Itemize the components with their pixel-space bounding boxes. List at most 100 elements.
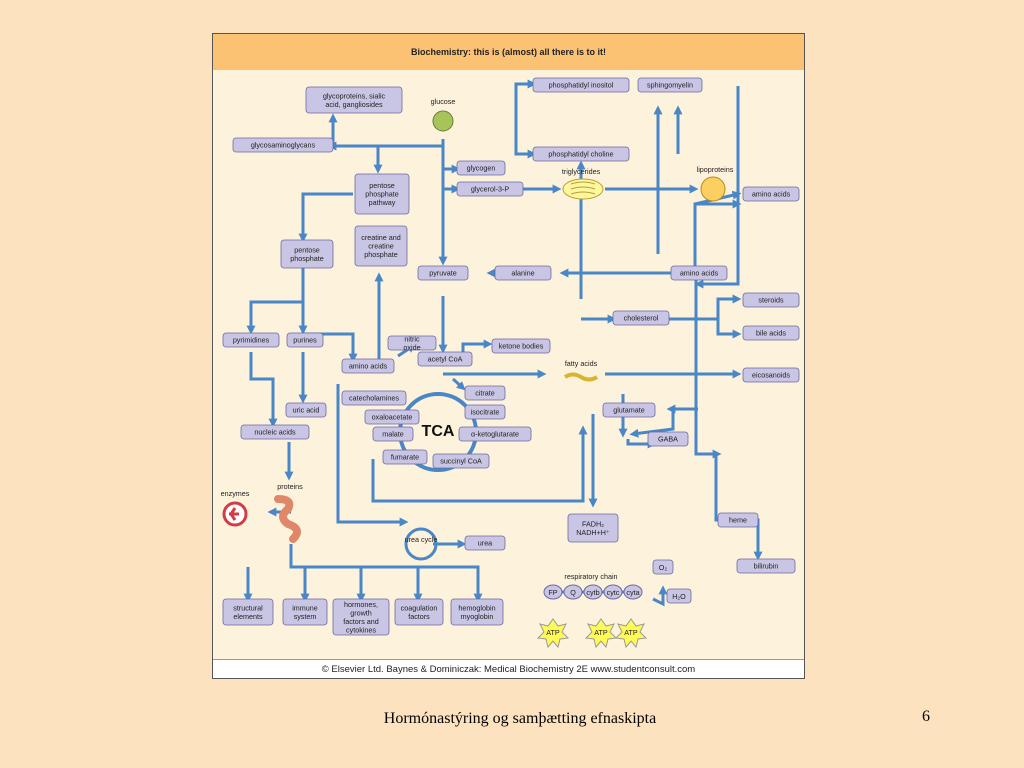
bile-acids-node: bile acids [742, 325, 800, 341]
svg-text:phosphatidyl inositol: phosphatidyl inositol [549, 81, 614, 90]
ketoglutarate-node: α-ketoglutarate [458, 426, 532, 442]
heme-node: heme [717, 512, 759, 528]
malate-node: malate [372, 426, 414, 442]
isocitrate-node: isocitrate [464, 404, 506, 420]
gaba-node: GABA [647, 431, 689, 447]
atp-label-1: ATP [546, 628, 560, 637]
glycerol3p-node: glycerol-3-P [456, 181, 524, 197]
svg-text:citrate: citrate [475, 389, 495, 398]
svg-text:fumarate: fumarate [391, 453, 419, 462]
biochemistry-figure: Biochemistry: this is (almost) all there… [212, 33, 805, 679]
enzymes-label: enzymes [221, 489, 250, 498]
urea-cycle-label: urea cycle [405, 535, 438, 544]
cytb-node: cytb [583, 584, 603, 600]
atp-icons: ATP ATP ATP [536, 618, 648, 649]
svg-text:bilirubin: bilirubin [754, 562, 779, 571]
svg-text:glutamate: glutamate [613, 406, 645, 415]
svg-text:glycogen: glycogen [467, 164, 496, 173]
slide-caption: Hormónastýring og samþætting efnaskipta [383, 710, 657, 727]
svg-text:amino acids: amino acids [680, 269, 719, 278]
glucose-label: glucose [431, 97, 456, 106]
amino-acids-right-node: amino acids [742, 186, 800, 202]
nucleic-acids-node: nucleic acids [240, 424, 310, 440]
pyruvate-node: pyruvate [417, 265, 469, 281]
urea-cycle-circle [404, 527, 438, 561]
page-number: 6 [922, 708, 930, 725]
svg-text:cholesterol: cholesterol [624, 314, 659, 323]
acetyl-coa-node: acetyl CoA [417, 351, 473, 367]
purines-node: purines [286, 332, 324, 348]
glycogen-node: glycogen [456, 160, 506, 176]
svg-text:urea: urea [478, 539, 492, 548]
eicosanoids-node: eicosanoids [742, 367, 800, 383]
glutamate-node: glutamate [602, 402, 656, 418]
svg-text:succinyl CoA: succinyl CoA [440, 457, 482, 466]
svg-text:uric acid: uric acid [293, 406, 320, 415]
atp-label-3: ATP [624, 628, 638, 637]
h2o-node: H₂O [666, 588, 692, 604]
svg-text:O₂: O₂ [659, 563, 668, 572]
svg-text:nucleic acids: nucleic acids [254, 428, 296, 437]
amino-acids-left-node: amino acids [341, 358, 395, 374]
steroids-node: steroids [742, 292, 800, 308]
svg-text:Q: Q [570, 588, 576, 597]
svg-text:eicosanoids: eicosanoids [752, 371, 790, 380]
svg-text:ketone bodies: ketone bodies [499, 342, 544, 351]
proteins-label: proteins [277, 482, 303, 491]
sphingomyelin-node: sphingomyelin [637, 77, 703, 93]
svg-text:cyta: cyta [626, 588, 639, 597]
fumarate-node: fumarate [382, 449, 428, 465]
citrate-node: citrate [464, 385, 506, 401]
triglycerides-label: triglycerides [562, 167, 601, 176]
figure-footer: © Elsevier Ltd. Baynes & Dominiczak: Med… [213, 659, 804, 678]
urea-node: urea [464, 535, 506, 551]
cytc-node: cytc [603, 584, 623, 600]
svg-text:amino acids: amino acids [752, 190, 791, 199]
pathway-diagram: TCA urea cycle glucose triglycerides lip… [221, 77, 800, 649]
fatty-acid-icon [563, 372, 599, 382]
svg-text:catecholamines: catecholamines [349, 394, 399, 403]
cyta-node: cyta [623, 584, 643, 600]
svg-text:α-ketoglutarate: α-ketoglutarate [471, 430, 519, 439]
bilirubin-node: bilirubin [736, 558, 796, 574]
figure-header: Biochemistry: this is (almost) all there… [213, 34, 804, 70]
svg-text:oxaloacetate: oxaloacetate [372, 413, 413, 422]
phosphatidyl-inositol-node: phosphatidyl inositol [532, 77, 630, 93]
tca-label: TCA [422, 423, 455, 440]
svg-text:cytc: cytc [607, 588, 620, 597]
o2-node: O₂ [652, 559, 674, 575]
svg-text:FP: FP [548, 588, 557, 597]
svg-text:isocitrate: isocitrate [471, 408, 500, 417]
protein-icon [274, 495, 301, 543]
svg-text:H₂O: H₂O [672, 592, 686, 601]
phosphatidyl-choline-node: phosphatidyl choline [532, 146, 630, 162]
svg-text:cytb: cytb [586, 588, 599, 597]
lipoprotein-icon [700, 176, 726, 202]
svg-text:acetyl CoA: acetyl CoA [428, 355, 463, 364]
svg-text:bile acids: bile acids [756, 329, 786, 338]
svg-text:purines: purines [293, 336, 317, 345]
catecholamines-node: catecholamines [341, 390, 407, 406]
svg-text:glycerol-3-P: glycerol-3-P [471, 185, 510, 194]
respiratory-chain-label: respiratory chain [564, 572, 617, 581]
alanine-node: alanine [494, 265, 552, 281]
